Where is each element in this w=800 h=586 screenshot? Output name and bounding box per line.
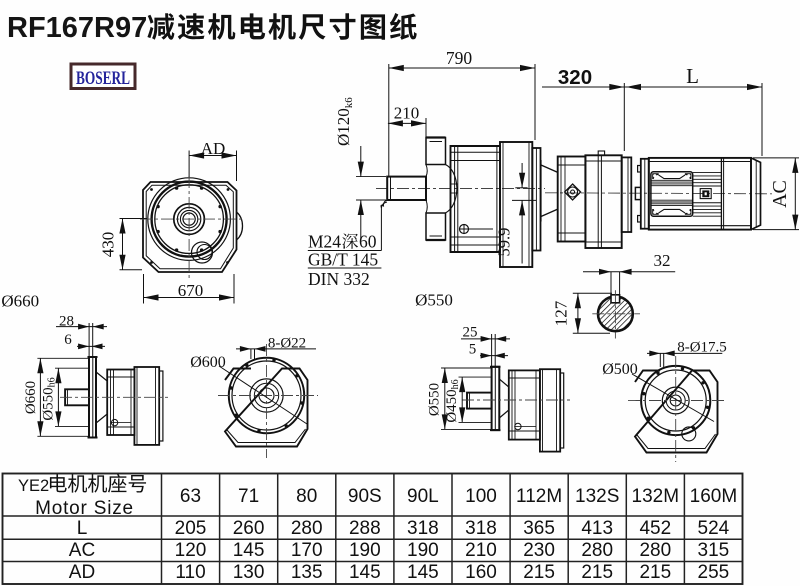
svg-text:365: 365 xyxy=(523,518,555,539)
svg-text:160: 160 xyxy=(465,562,497,583)
svg-text:145: 145 xyxy=(233,540,265,561)
svg-text:210: 210 xyxy=(394,104,420,123)
svg-text:210: 210 xyxy=(465,540,497,561)
svg-text:6: 6 xyxy=(64,332,72,348)
svg-text:215: 215 xyxy=(581,562,613,583)
svg-text:AC: AC xyxy=(769,180,791,208)
svg-text:Ø600: Ø600 xyxy=(190,354,226,371)
svg-text:205: 205 xyxy=(175,518,207,539)
svg-text:5: 5 xyxy=(469,342,477,358)
svg-text:RF167R97: RF167R97 xyxy=(7,12,147,44)
svg-text:215: 215 xyxy=(639,562,671,583)
svg-text:Ø550h6: Ø550h6 xyxy=(41,377,58,420)
svg-text:320: 320 xyxy=(558,66,592,89)
svg-text:127: 127 xyxy=(552,300,571,326)
svg-text:260: 260 xyxy=(233,518,265,539)
svg-text:GB/T 145: GB/T 145 xyxy=(308,250,378,270)
svg-text:280: 280 xyxy=(639,540,671,561)
svg-text:110: 110 xyxy=(175,562,205,583)
svg-text:BOSERL: BOSERL xyxy=(76,68,130,89)
svg-text:112M: 112M xyxy=(516,486,562,507)
svg-text:Ø450h6: Ø450h6 xyxy=(444,379,461,422)
svg-text:318: 318 xyxy=(407,518,439,539)
svg-text:8-Ø22: 8-Ø22 xyxy=(268,335,306,351)
svg-text:100: 100 xyxy=(465,486,497,507)
svg-text:63: 63 xyxy=(180,486,201,507)
svg-text:Ø660: Ø660 xyxy=(1,292,39,311)
svg-text:452: 452 xyxy=(639,518,671,539)
svg-text:280: 280 xyxy=(291,518,323,539)
svg-text:790: 790 xyxy=(446,48,473,68)
svg-text:8-Ø17.5: 8-Ø17.5 xyxy=(677,339,727,355)
svg-text:Ø550: Ø550 xyxy=(415,291,453,310)
svg-text:280: 280 xyxy=(581,540,613,561)
svg-text:132M: 132M xyxy=(632,486,680,507)
svg-text:28: 28 xyxy=(59,314,74,330)
svg-text:Ø120k6: Ø120k6 xyxy=(334,97,355,146)
svg-text:25: 25 xyxy=(463,325,478,341)
svg-text:430: 430 xyxy=(99,232,118,258)
svg-text:Motor Size: Motor Size xyxy=(35,498,134,519)
svg-text:Ø500: Ø500 xyxy=(602,361,638,378)
svg-text:132S: 132S xyxy=(575,486,619,507)
svg-text:160M: 160M xyxy=(690,486,738,507)
svg-text:670: 670 xyxy=(178,281,204,300)
svg-text:130: 130 xyxy=(233,562,265,583)
svg-text:90S: 90S xyxy=(348,486,382,507)
svg-text:59.9: 59.9 xyxy=(495,228,514,257)
svg-text:315: 315 xyxy=(698,540,730,561)
svg-text:L: L xyxy=(686,64,699,88)
svg-text:145: 145 xyxy=(407,562,439,583)
svg-text:230: 230 xyxy=(523,540,555,561)
svg-text:AD: AD xyxy=(69,562,95,583)
svg-text:135: 135 xyxy=(291,562,323,583)
svg-text:90L: 90L xyxy=(407,486,439,507)
svg-text:190: 190 xyxy=(407,540,439,561)
svg-text:L: L xyxy=(77,518,88,539)
svg-text:318: 318 xyxy=(465,518,497,539)
svg-text:Ø660: Ø660 xyxy=(23,381,39,414)
svg-text:288: 288 xyxy=(349,518,381,539)
svg-text:AC: AC xyxy=(69,540,95,561)
svg-text:170: 170 xyxy=(291,540,323,561)
svg-text:M24: M24 xyxy=(308,232,341,252)
svg-text:Ø550: Ø550 xyxy=(427,383,443,416)
svg-text:DIN 332: DIN 332 xyxy=(308,269,370,289)
svg-text:215: 215 xyxy=(523,562,555,583)
svg-text:524: 524 xyxy=(698,518,730,539)
svg-text:145: 145 xyxy=(349,562,381,583)
svg-text:80: 80 xyxy=(296,486,317,507)
svg-text:413: 413 xyxy=(581,518,613,539)
svg-text:32: 32 xyxy=(654,251,671,270)
svg-text:AD: AD xyxy=(201,139,226,158)
svg-text:60: 60 xyxy=(359,232,377,252)
svg-text:190: 190 xyxy=(349,540,381,561)
svg-text:YE2: YE2 xyxy=(18,477,49,495)
svg-text:71: 71 xyxy=(238,486,259,507)
svg-text:120: 120 xyxy=(175,540,207,561)
svg-text:255: 255 xyxy=(698,562,730,583)
